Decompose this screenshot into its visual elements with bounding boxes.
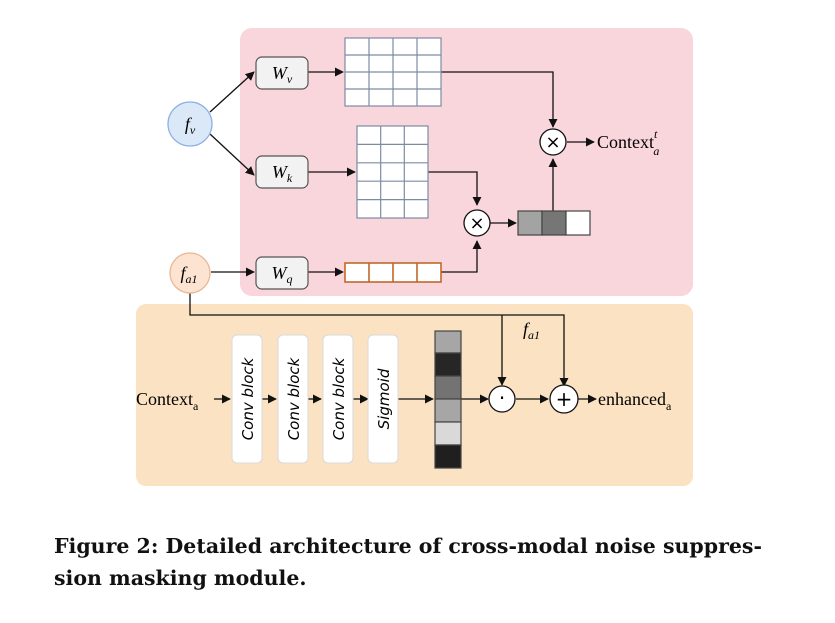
mask-vector [434,330,462,469]
fa1-branch-label: fa1 [523,319,540,342]
sigmoid-label: Sigmoid [375,368,393,429]
fv-node [167,101,213,147]
conv-block-1-label: Conv block [239,356,257,440]
conv-block-1: Conv block [231,334,263,464]
add-symbol: + [556,387,573,411]
attention-vector [517,210,591,236]
fa1-node [169,252,211,294]
add-operator [549,384,579,414]
dot-symbol: · [499,386,505,410]
masking-panel [136,304,693,486]
conv-block-2: Conv block [277,334,309,464]
mask-cell-4 [434,398,462,423]
value-matrix [344,37,442,107]
query-to-multiply-arrow [441,240,482,273]
dot-operator [488,385,516,413]
figure-caption: Figure 2: Detailed architecture of cross… [54,530,794,594]
fa1-residual-line [189,290,569,387]
fa1-label: fa1 [180,263,197,286]
conv-block-2-label: Conv block [285,356,303,440]
fv-label: fv [185,114,196,137]
enhanced-output-label: enhanceda [598,389,672,413]
caption-line-1: Figure 2: Detailed architecture of cross… [54,534,762,558]
query-vector [344,262,442,283]
attention-cell-1 [517,210,543,236]
multiply-operator-1 [463,209,491,237]
multiply-operator-2 [539,128,567,156]
mask-cell-3 [434,375,462,400]
fv-to-wv-arrow [209,71,255,113]
wq-box [255,256,309,290]
attention-cell-3 [565,210,591,236]
key-to-multiply-arrow [428,171,482,206]
mask-cell-2 [434,352,462,377]
key-matrix [356,125,429,219]
sigmoid-block: Sigmoid [367,334,399,464]
mask-cell-6 [434,444,462,469]
wk-box [255,155,309,189]
conv-block-3-label: Conv block [330,356,348,440]
context-input-label: Contexta [136,389,199,413]
caption-line-2: sion masking module. [54,566,307,590]
wq-label: Wq [272,263,293,286]
multiply-symbol-1: × [469,213,484,234]
mask-cell-5 [434,421,462,446]
conv-block-3: Conv block [322,334,354,464]
multiply-symbol-2: × [545,132,560,153]
wk-label: Wk [272,162,293,185]
fv-to-wk-arrow [209,133,255,176]
wv-label: Wv [272,63,293,86]
value-to-multiply-arrow [441,71,558,128]
wv-box [255,56,309,90]
attention-cell-2 [541,210,567,236]
mask-cell-1 [434,330,462,354]
